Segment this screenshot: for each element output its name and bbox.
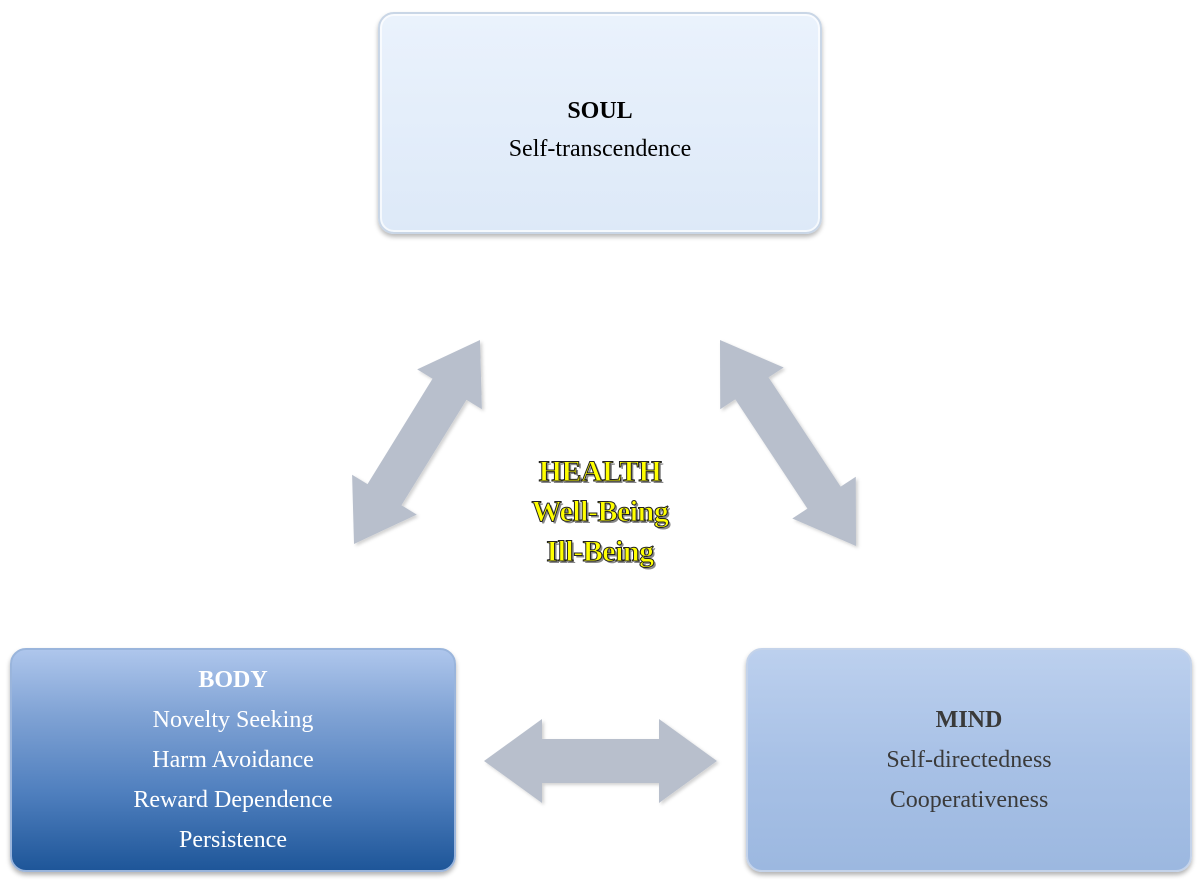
mind-trait: Cooperativeness — [889, 787, 1049, 813]
body-trait: Persistence — [179, 827, 287, 853]
body-trait: Novelty Seeking — [152, 707, 314, 733]
soul-title: SOUL — [567, 98, 633, 124]
soul-mind-arrow — [720, 340, 856, 546]
body-mind-arrow — [484, 719, 717, 803]
mind-title: MIND — [935, 707, 1003, 733]
soul-trait: Self-transcendence — [508, 136, 692, 162]
body-trait: Harm Avoidance — [152, 747, 314, 773]
center-well-being: Well-Being — [531, 495, 669, 529]
center-ill-being: Ill-Being — [546, 535, 655, 569]
center-health: HEALTH — [538, 455, 662, 489]
body-box: BODY Novelty Seeking Harm Avoidance Rewa… — [10, 648, 456, 872]
soul-body-arrow — [352, 340, 482, 544]
center-label: HEALTH Well-Being Ill-Being — [430, 452, 770, 572]
mind-box: MIND Self-directedness Cooperativeness — [746, 648, 1192, 872]
body-trait: Reward Dependence — [133, 787, 333, 813]
soul-box: SOUL Self-transcendence — [378, 12, 822, 234]
body-title: BODY — [198, 667, 268, 693]
mind-trait: Self-directedness — [886, 747, 1052, 773]
